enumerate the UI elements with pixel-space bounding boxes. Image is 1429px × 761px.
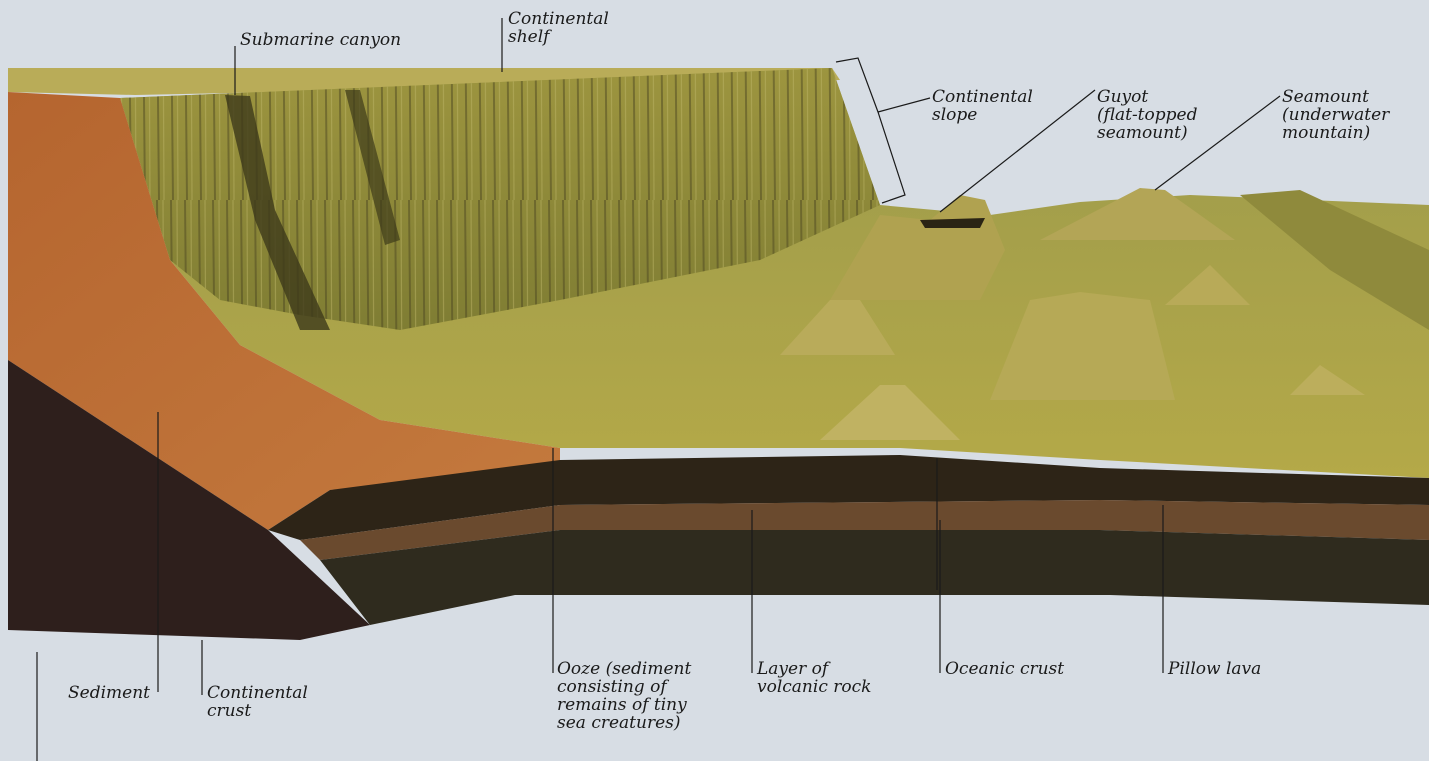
label-submarine-canyon: Submarine canyon bbox=[240, 31, 401, 49]
oceanic-crust-layer bbox=[320, 530, 1429, 625]
label-pillow-lava: Pillow lava bbox=[1168, 660, 1261, 678]
label-continental-crust: Continental crust bbox=[207, 684, 308, 720]
label-oceanic-crust: Oceanic crust bbox=[945, 660, 1064, 678]
label-ooze: Ooze (sediment consisting of remains of … bbox=[557, 660, 691, 732]
label-continental-shelf: Continental shelf bbox=[508, 10, 609, 46]
label-seamount: Seamount (underwater mountain) bbox=[1282, 88, 1389, 142]
label-continental-slope: Continental slope bbox=[932, 88, 1033, 124]
label-guyot: Guyot (flat-topped seamount) bbox=[1097, 88, 1197, 142]
label-volcanic-rock: Layer of volcanic rock bbox=[757, 660, 871, 696]
label-sediment: Sediment bbox=[68, 684, 150, 702]
